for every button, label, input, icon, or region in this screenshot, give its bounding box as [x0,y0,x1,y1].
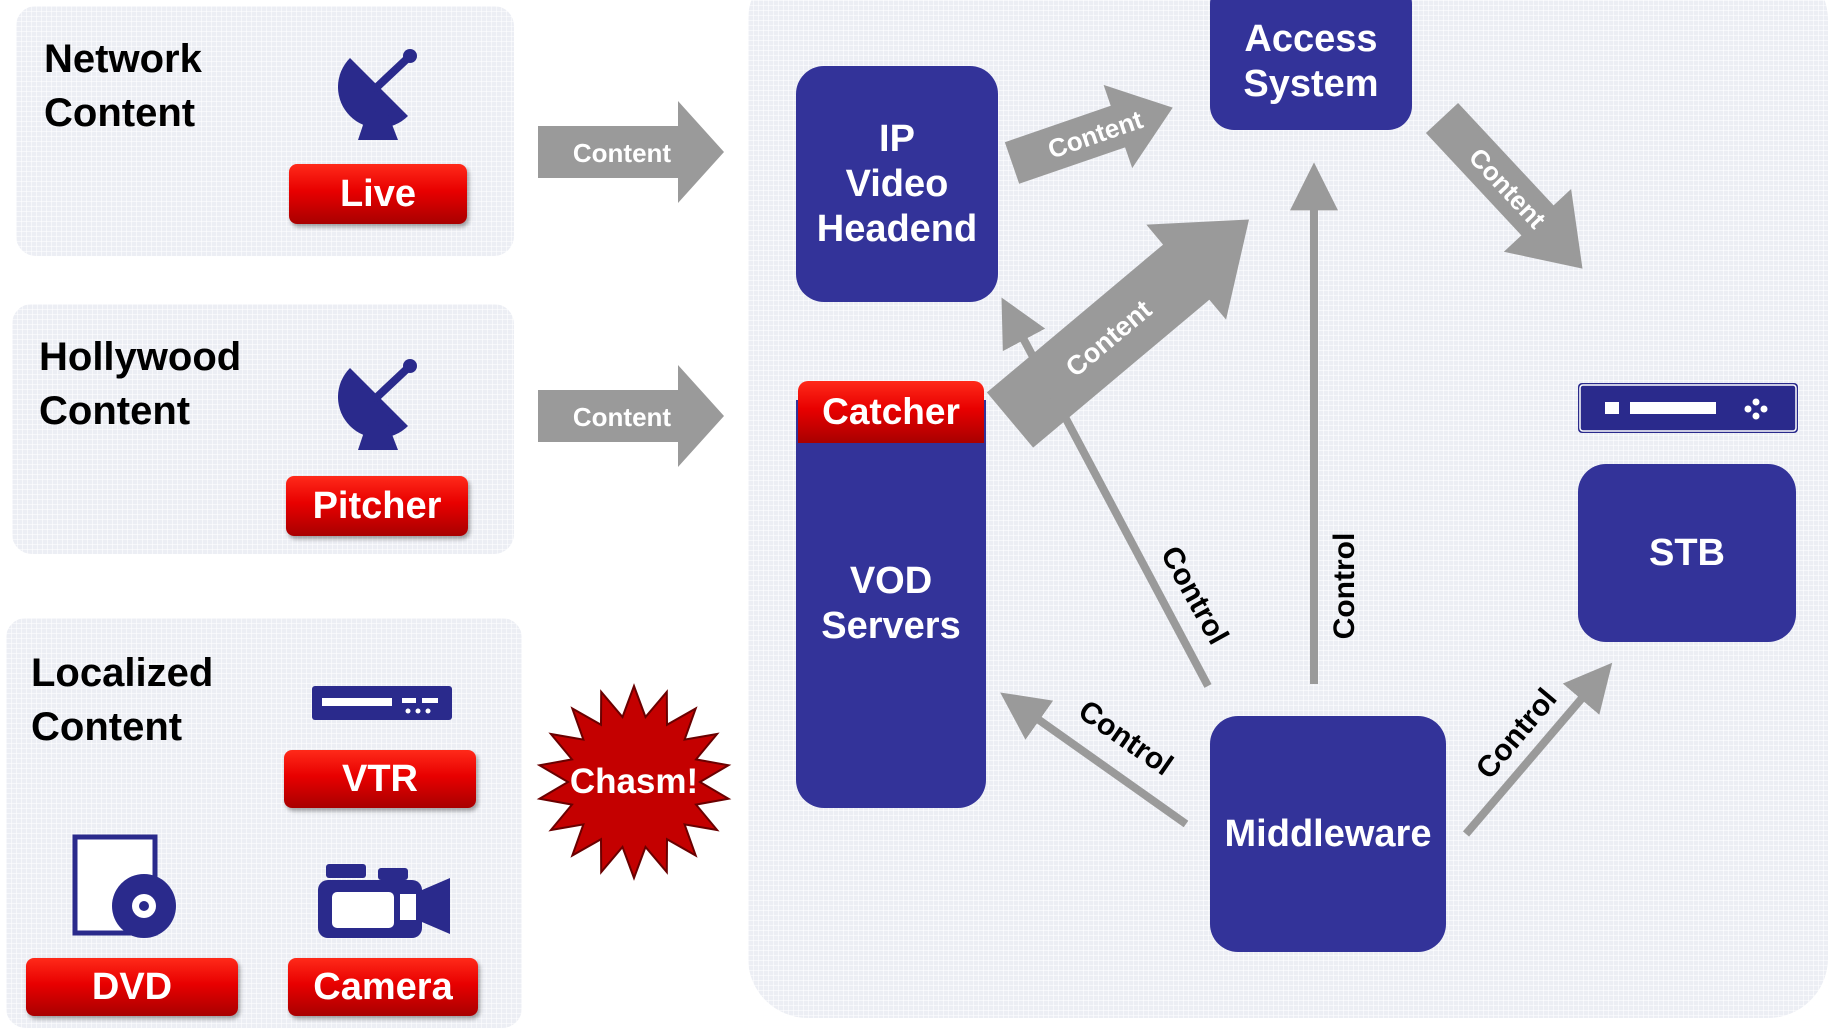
arrow-label-content: Content [1463,142,1552,235]
arrow-catcher-to-access: Content [986,219,1250,448]
arrow-headend-to-access: Content [1004,84,1173,184]
arrow-access-to-stb: Content [1425,102,1583,269]
chasm-burst: Chasm! [536,683,732,881]
chasm-label: Chasm! [570,762,698,801]
arrow-label-control: Control [1072,694,1178,782]
arrow-network-to-headend: Content [538,101,724,203]
middleware-node[interactable]: Middleware [1210,716,1446,952]
stb-node[interactable]: STB [1578,464,1796,642]
dvd-button[interactable]: DVD [26,958,238,1016]
video-camera-icon [318,864,450,938]
access-system-node[interactable]: Access System [1210,0,1412,130]
camera-button[interactable]: Camera [288,958,478,1016]
catcher-label: Catcher [798,381,984,443]
arrow-mw-to-stb: Control [1462,662,1613,837]
arrow-label-content: Content [573,138,672,168]
arrow-mw-to-vod: Control [1000,692,1189,828]
set-top-box-icon [1578,383,1798,433]
vcr-deck-icon [312,686,452,720]
satellite-dish-icon [338,359,417,450]
ip-video-headend-node[interactable]: IP Video Headend [796,66,998,302]
network-content-title: Network Content [44,37,202,135]
dvd-disc-icon [72,834,176,938]
arrow-mw-to-access: Control [1290,162,1361,684]
vtr-button[interactable]: VTR [284,750,476,808]
arrow-label-content: Content [573,402,672,432]
live-button[interactable]: Live [289,164,467,224]
satellite-dish-icon [338,49,417,140]
network-content-panel [16,6,514,256]
hollywood-content-title: Hollywood Content [39,335,242,433]
vod-servers-node[interactable]: VOD Servers [796,400,986,808]
localized-content-title: Localized Content [31,651,214,749]
arrow-hollywood-to-catcher: Content [538,365,724,467]
arrow-label-control: Control [1328,533,1361,640]
arrow-label-control: Control [1154,541,1235,650]
pitcher-button[interactable]: Pitcher [286,476,468,536]
